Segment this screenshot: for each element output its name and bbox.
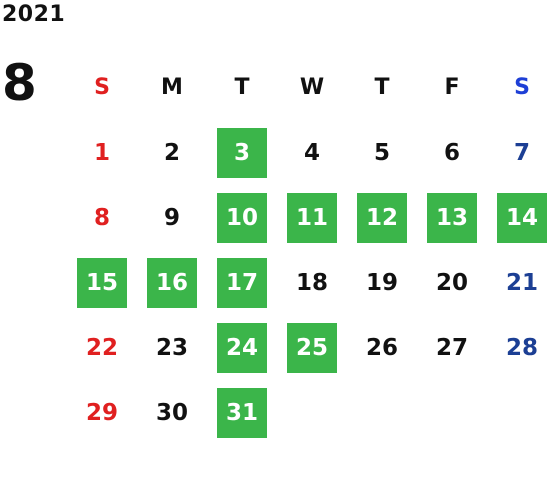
day-number: 6 <box>443 139 460 166</box>
weekday-header-saturday: S <box>514 75 530 100</box>
day-cell[interactable]: 5 <box>347 120 417 185</box>
calendar-month: 8 <box>2 54 37 112</box>
day-cell[interactable]: 23 <box>137 315 207 380</box>
day-number-highlighted: 3 <box>217 127 267 178</box>
day-cell[interactable]: 2 <box>137 120 207 185</box>
day-cell[interactable]: 13 <box>417 185 487 250</box>
day-number: 9 <box>163 204 180 231</box>
weekday-header-monday: M <box>161 75 183 100</box>
day-cell[interactable]: 12 <box>347 185 417 250</box>
day-cell[interactable]: 25 <box>277 315 347 380</box>
day-cell[interactable]: 17 <box>207 250 277 315</box>
day-number-highlighted: 15 <box>77 257 127 308</box>
day-number-highlighted: 14 <box>497 192 547 243</box>
day-cell[interactable]: 8 <box>67 185 137 250</box>
day-number: 1 <box>93 139 110 166</box>
day-cell[interactable]: 29 <box>67 380 137 445</box>
day-number-highlighted: 16 <box>147 257 197 308</box>
day-number: 26 <box>365 334 398 361</box>
day-cell[interactable]: 22 <box>67 315 137 380</box>
weekday-header-tuesday: T <box>234 75 250 100</box>
day-cell[interactable]: 4 <box>277 120 347 185</box>
day-cell[interactable]: 24 <box>207 315 277 380</box>
day-number: 18 <box>295 269 328 296</box>
day-number: 30 <box>155 399 188 426</box>
day-number: 5 <box>373 139 390 166</box>
day-number-highlighted: 10 <box>217 192 267 243</box>
day-number-highlighted: 31 <box>217 387 267 438</box>
day-cell[interactable]: 9 <box>137 185 207 250</box>
day-cell[interactable]: 31 <box>207 380 277 445</box>
day-number: 20 <box>435 269 468 296</box>
day-cell[interactable]: 30 <box>137 380 207 445</box>
weekday-header-wednesday: W <box>299 75 325 100</box>
day-cell[interactable]: 28 <box>487 315 548 380</box>
weekday-header-thursday: T <box>374 75 390 100</box>
calendar-year: 2021 <box>2 2 66 27</box>
day-cell[interactable]: 3 <box>207 120 277 185</box>
day-number: 29 <box>85 399 118 426</box>
day-number: 27 <box>435 334 468 361</box>
day-cell[interactable]: 6 <box>417 120 487 185</box>
day-cell[interactable]: 26 <box>347 315 417 380</box>
day-cell[interactable]: 27 <box>417 315 487 380</box>
day-number: 23 <box>155 334 188 361</box>
day-cell[interactable]: 19 <box>347 250 417 315</box>
day-cell[interactable]: 15 <box>67 250 137 315</box>
day-cell[interactable]: 7 <box>487 120 548 185</box>
day-cell[interactable]: 1 <box>67 120 137 185</box>
day-number-highlighted: 17 <box>217 257 267 308</box>
day-number: 8 <box>93 204 110 231</box>
day-cell[interactable]: 18 <box>277 250 347 315</box>
weekday-header-sunday: S <box>94 75 110 100</box>
day-number-highlighted: 13 <box>427 192 477 243</box>
day-cell[interactable]: 16 <box>137 250 207 315</box>
day-cell[interactable]: 10 <box>207 185 277 250</box>
day-cell[interactable]: 14 <box>487 185 548 250</box>
day-cell[interactable]: 11 <box>277 185 347 250</box>
day-number: 22 <box>85 334 118 361</box>
day-number-highlighted: 24 <box>217 322 267 373</box>
day-number-highlighted: 11 <box>287 192 337 243</box>
day-number: 21 <box>505 269 538 296</box>
day-number: 2 <box>163 139 180 166</box>
day-number: 19 <box>365 269 398 296</box>
day-cell[interactable]: 21 <box>487 250 548 315</box>
day-number: 4 <box>303 139 320 166</box>
day-number-highlighted: 12 <box>357 192 407 243</box>
day-number: 28 <box>505 334 538 361</box>
day-number-highlighted: 25 <box>287 322 337 373</box>
weekday-header-friday: F <box>444 75 460 100</box>
day-cell[interactable]: 20 <box>417 250 487 315</box>
day-number: 7 <box>513 139 530 166</box>
